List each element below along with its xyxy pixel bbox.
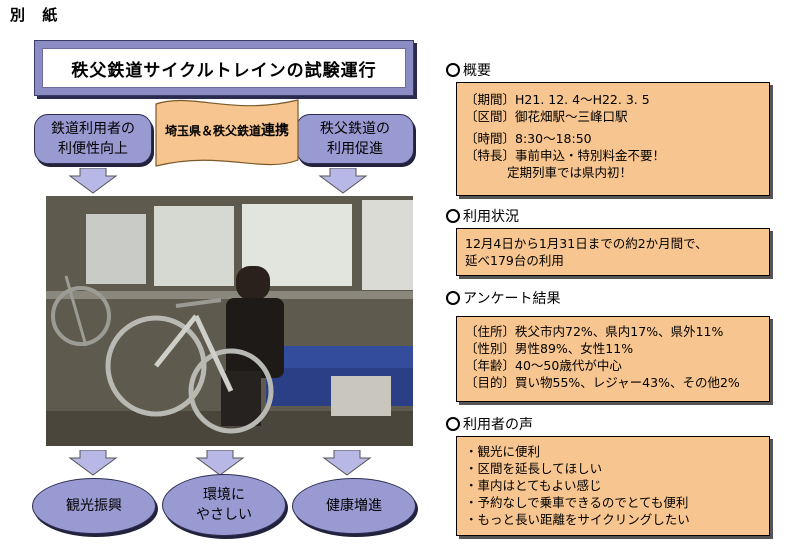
outcome-eco-friendly: 環境に やさしい	[162, 474, 286, 536]
partnership-line1: 埼玉県＆秩父鉄道	[164, 124, 261, 138]
overview-box: 〔期間〕H21. 12. 4～H22. 3. 5 〔区間〕御花畑駅～三峰口駅 〔…	[456, 82, 770, 196]
voice-item: ・観光に便利	[465, 444, 541, 459]
overview-row-period: 〔期間〕H21. 12. 4～H22. 3. 5	[465, 92, 650, 107]
bicycle-on-train-image	[46, 196, 413, 446]
outcome-eco-friendly-label: 環境に やさしい	[196, 487, 252, 523]
circle-bullet-icon	[446, 417, 460, 431]
outcome-tourism: 観光振興	[32, 478, 156, 534]
page-title: 秩父鉄道サイクルトレインの試験運行	[42, 48, 406, 88]
survey-row-residence: 〔住所〕秩父市内72%、県内17%、県外11%	[465, 324, 724, 339]
usage-heading: 利用状況	[446, 206, 519, 226]
wave-flag-shape	[155, 99, 299, 167]
circle-bullet-icon	[446, 63, 460, 77]
usage-line: 12月4日から1月31日までの約2か月間で、	[465, 236, 708, 251]
survey-heading: アンケート結果	[446, 288, 560, 308]
arrow-down-icon	[68, 450, 118, 476]
train-interior-photo	[46, 196, 413, 446]
survey-row-age: 〔年齢〕40～50歳代が中心	[465, 358, 622, 373]
voice-item: ・区間を延長してほしい	[465, 461, 603, 476]
survey-heading-text: アンケート結果	[463, 291, 561, 307]
survey-row-purpose: 〔目的〕買い物55%、レジャー43%、その他2%	[465, 375, 740, 390]
survey-box: 〔住所〕秩父市内72%、県内17%、県外11% 〔性別〕男性89%、女性11% …	[456, 316, 770, 402]
voice-item: ・予約なしで乗車できるのでとても便利	[465, 495, 689, 510]
goal-user-convenience-label: 鉄道利用者の 利便性向上	[51, 121, 135, 157]
arrow-down-icon	[322, 450, 372, 476]
page-label: 別 紙	[10, 6, 64, 24]
overview-heading-text: 概要	[463, 63, 491, 79]
overview-row-feature: 〔特長〕事前申込・特別料金不要！	[465, 148, 666, 163]
arrow-down-icon	[195, 450, 245, 476]
circle-bullet-icon	[446, 209, 460, 223]
outcome-tourism-label: 観光振興	[66, 498, 122, 514]
outcome-health: 健康増進	[292, 478, 416, 534]
overview-row-time: 〔時間〕8:30～18:50	[465, 131, 592, 146]
goal-railway-usage-label: 秩父鉄道の 利用促進	[320, 121, 390, 157]
title-banner: 秩父鉄道サイクルトレインの試験運行	[34, 40, 414, 96]
partnership-banner: 埼玉県＆秩父鉄道 連携	[152, 96, 302, 176]
goal-railway-usage: 秩父鉄道の 利用促進	[296, 114, 414, 164]
voice-item: ・もっと長い距離をサイクリングしたい	[465, 512, 690, 527]
voice-item: ・車内はとてもよい感じ	[465, 478, 602, 493]
arrow-down-icon	[68, 168, 118, 194]
overview-heading: 概要	[446, 60, 491, 80]
voices-heading-text: 利用者の声	[463, 417, 533, 433]
usage-line: 延べ179台の利用	[465, 253, 564, 268]
arrow-down-icon	[318, 168, 368, 194]
outcome-health-label: 健康増進	[326, 498, 382, 514]
survey-row-gender: 〔性別〕男性89%、女性11%	[465, 341, 634, 356]
usage-box: 12月4日から1月31日までの約2か月間で、 延べ179台の利用	[456, 228, 770, 276]
overview-row-feature-cont: 定期列車では県内初！	[507, 165, 633, 180]
voices-box: ・観光に便利 ・区間を延長してほしい ・車内はとてもよい感じ ・予約なしで乗車で…	[456, 436, 770, 536]
circle-bullet-icon	[446, 291, 460, 305]
partnership-line2: 連携	[261, 123, 289, 139]
partnership-text: 埼玉県＆秩父鉄道 連携	[152, 96, 302, 166]
usage-heading-text: 利用状況	[463, 209, 519, 225]
overview-row-section: 〔区間〕御花畑駅～三峰口駅	[465, 109, 628, 124]
goal-user-convenience: 鉄道利用者の 利便性向上	[34, 114, 152, 164]
voices-heading: 利用者の声	[446, 414, 533, 434]
